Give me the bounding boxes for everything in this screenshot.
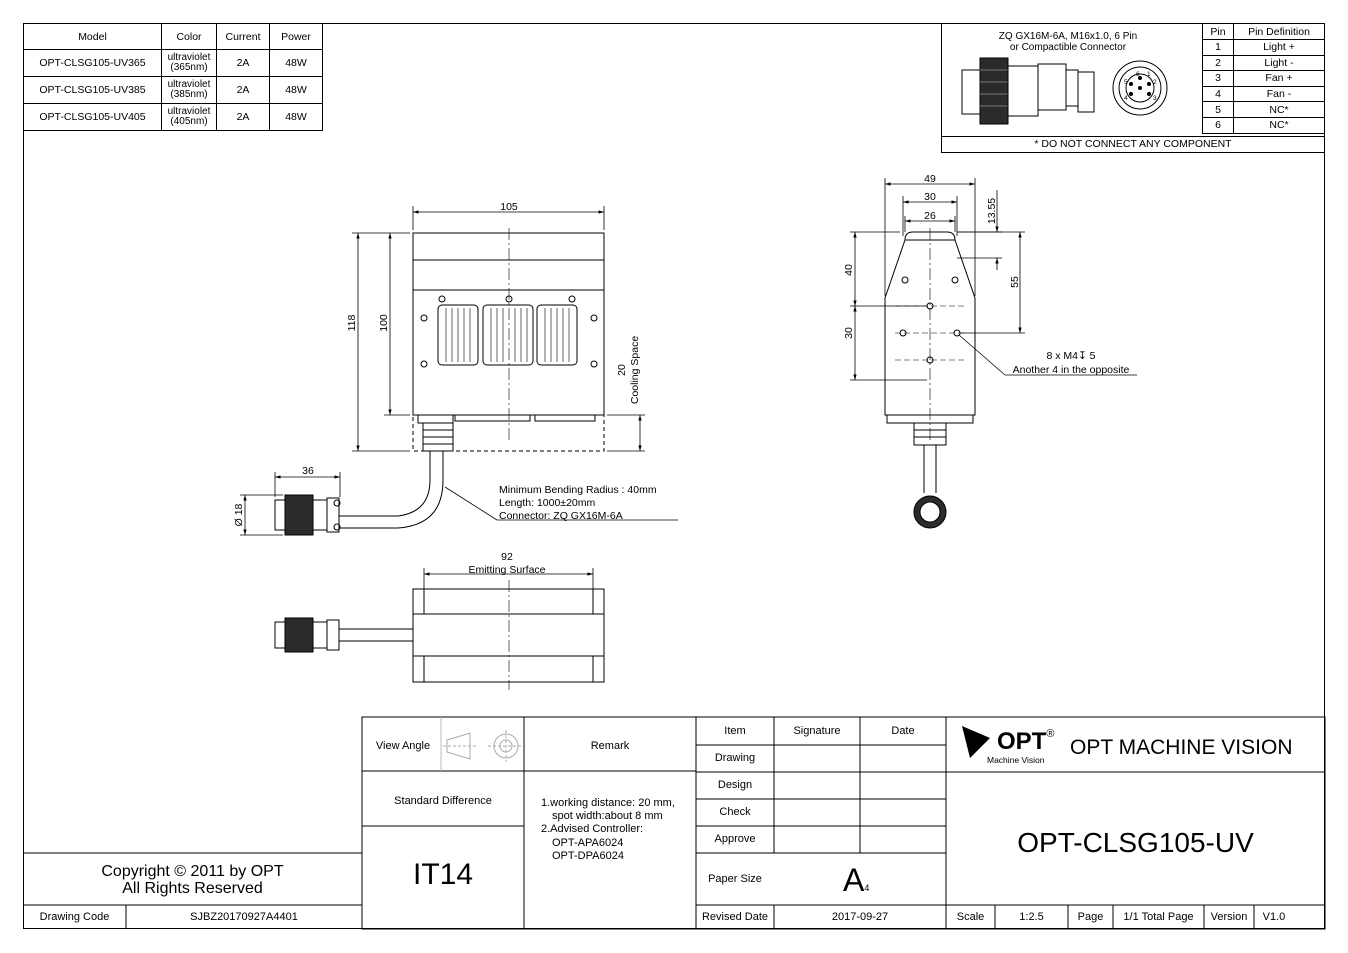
part-number: OPT-CLSG105-UV (1017, 827, 1254, 858)
page-total: 1/1 Total Page (1123, 911, 1194, 923)
scale-value: 1:2.5 (1019, 911, 1044, 923)
paper-size-value: A4 (843, 862, 870, 898)
dim-diameter: Ø 18 (233, 503, 245, 526)
cable-dimensions (240, 472, 678, 536)
cable-note-connector: Connector: ZQ GX16M-6A (499, 510, 623, 522)
date-header: Date (891, 725, 915, 737)
it-grade: IT14 (412, 858, 474, 891)
dim-cable-length: 36 (302, 465, 314, 477)
revised-date: 2017-09-27 (831, 911, 889, 923)
cooling-label: Cooling Space (629, 336, 641, 404)
pin-def-header: Pin Definition (1233, 23, 1325, 40)
pin-definition: Light + (1233, 39, 1325, 56)
design-row-label: Design (717, 779, 753, 791)
paper-size-label: Paper Size (708, 872, 762, 885)
spec-model: OPT-CLSG105-UV385 (23, 76, 162, 104)
connector-box (941, 23, 1325, 153)
spec-table: Model Color Current Power OPT-CLSG105-UV… (23, 23, 323, 131)
connector-illustration (961, 57, 1168, 125)
pin-definition: Light - (1233, 54, 1325, 72)
front-view (345, 228, 605, 529)
dim-30-vertical: 30 (843, 327, 855, 339)
version-value: V1.0 (1262, 911, 1286, 923)
face-pin-label: 4 (1124, 95, 1128, 102)
bottom-view (274, 580, 605, 690)
remark-text: 1.working distance: 20 mm, spot width:ab… (541, 797, 675, 862)
opt-logo-icon (962, 726, 990, 758)
spec-current: 2A (216, 49, 270, 77)
side-dimensions (850, 178, 1137, 381)
standard-difference: Standard Difference (394, 794, 492, 807)
page-label: Page (1077, 911, 1104, 923)
dim-26: 26 (924, 210, 936, 222)
cable-note-bend: Minimum Bending Radius : 40mm (499, 484, 657, 496)
drawing-code: SJBZ20170927A4401 (190, 911, 298, 923)
dim-40: 40 (843, 264, 855, 276)
bottom-dimensions (423, 568, 594, 589)
face-pin-label: 2 (1153, 79, 1157, 86)
view-angle-label: View Angle (375, 739, 431, 752)
hole-note: 8 x M4↧ 5 (1046, 350, 1095, 362)
cable-connector (274, 494, 345, 536)
remark-label: Remark (590, 739, 630, 752)
connector-face-pins (1129, 76, 1151, 96)
revised-date-label: Revised Date (701, 911, 769, 923)
dim-height-body: 100 (378, 314, 390, 332)
spec-color: ultraviolet(365nm) (161, 49, 217, 77)
spec-color: ultraviolet(405nm) (161, 103, 217, 131)
dim-55: 55 (1009, 276, 1021, 288)
connector-note: * DO NOT CONNECT ANY COMPONENT (1034, 138, 1232, 151)
signature-header: Signature (793, 725, 841, 737)
spec-power: 48W (269, 49, 323, 77)
pin-definition: NC* (1233, 116, 1325, 134)
table-row: OPT-CLSG105-UV405 ultraviolet(405nm) 2A … (23, 103, 323, 131)
connector-note-line (941, 136, 1325, 137)
spec-color: ultraviolet(385nm) (161, 76, 217, 104)
title-block-grid (23, 716, 1326, 930)
dim-30: 30 (924, 191, 936, 203)
approve-row-label: Approve (714, 833, 756, 845)
logo-text: OPT® (997, 728, 1055, 755)
side-view (884, 228, 976, 529)
spec-current: 2A (216, 103, 270, 131)
cable-note-length: Length: 1000±20mm (499, 497, 595, 509)
dim-49: 49 (924, 173, 936, 185)
check-row-label: Check (719, 806, 751, 818)
emitting-surface-label: Emitting Surface (468, 564, 545, 576)
item-header: Item (724, 725, 746, 737)
spec-power: 48W (269, 103, 323, 131)
pin-header: Pin (1202, 23, 1234, 40)
dim-height-total: 118 (346, 314, 358, 331)
spec-header-color: Color (161, 23, 217, 50)
company-name: OPT MACHINE VISION (1070, 736, 1293, 759)
version-label: Version (1210, 911, 1248, 923)
scale-label: Scale (956, 911, 985, 923)
side-pin-dots (923, 504, 937, 518)
dim-13-55: 13.55 (986, 198, 998, 224)
front-dimensions (352, 206, 645, 452)
projection-symbol-icon (443, 730, 522, 762)
spec-model: OPT-CLSG105-UV405 (23, 103, 162, 131)
spec-power: 48W (269, 76, 323, 104)
face-pin-label: 1 (1147, 71, 1151, 78)
face-pin-label: 3 (1153, 95, 1157, 102)
hole-note-opposite: Another 4 in the opposite (1013, 364, 1130, 376)
drawing-code-label: Drawing Code (39, 911, 110, 923)
dim-cooling-value: 20 (616, 364, 628, 376)
dim-92: 92 (501, 551, 513, 563)
dim-width: 105 (500, 201, 518, 213)
face-pin-label: 6 (1136, 71, 1140, 78)
logo-subtext: Machine Vision (987, 755, 1045, 765)
drawing-row-label: Drawing (714, 752, 756, 764)
face-pin-label: 5 (1124, 79, 1128, 86)
